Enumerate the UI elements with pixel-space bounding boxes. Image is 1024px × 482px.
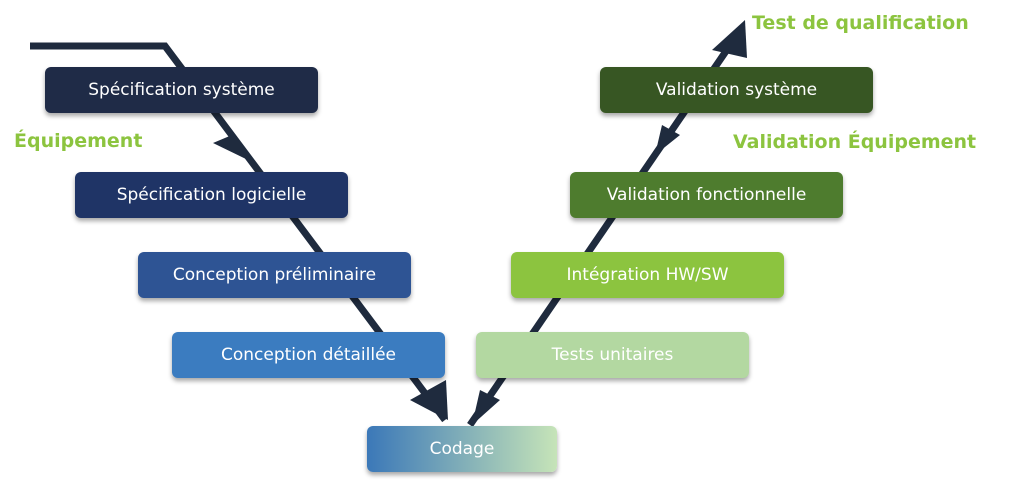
arrowhead-up-1 bbox=[472, 390, 500, 425]
box-label: Validation fonctionnelle bbox=[606, 185, 807, 205]
label-validation-equipement: Validation Équipement bbox=[733, 131, 977, 153]
box-integration-hw-sw: Intégration HW/SW bbox=[511, 252, 784, 298]
box-validation-systeme: Validation système bbox=[600, 67, 873, 113]
label-test-qualification: Test de qualification bbox=[752, 12, 969, 34]
box-specification-systeme: Spécification système bbox=[45, 67, 318, 113]
box-label: Conception préliminaire bbox=[172, 265, 377, 285]
box-validation-fonctionnelle: Validation fonctionnelle bbox=[570, 172, 843, 218]
arrowhead-up-3 bbox=[712, 20, 747, 58]
box-label: Spécification système bbox=[88, 80, 275, 100]
box-label: Intégration HW/SW bbox=[566, 265, 729, 285]
box-tests-unitaires: Tests unitaires bbox=[476, 332, 749, 378]
box-label: Spécification logicielle bbox=[116, 185, 307, 205]
box-specification-logicielle: Spécification logicielle bbox=[75, 172, 348, 218]
arrowhead-down-1 bbox=[213, 135, 248, 160]
arrowhead-up-2 bbox=[655, 125, 680, 155]
box-label: Tests unitaires bbox=[551, 345, 674, 365]
box-conception-preliminaire: Conception préliminaire bbox=[138, 252, 411, 298]
label-equipement: Équipement bbox=[14, 130, 143, 152]
box-label: Conception détaillée bbox=[220, 345, 397, 365]
box-conception-detaillee: Conception détaillée bbox=[172, 332, 445, 378]
arrowhead-down-2 bbox=[410, 380, 448, 420]
box-label: Validation système bbox=[655, 80, 818, 100]
box-codage: Codage bbox=[367, 426, 557, 472]
box-label: Codage bbox=[429, 439, 495, 459]
